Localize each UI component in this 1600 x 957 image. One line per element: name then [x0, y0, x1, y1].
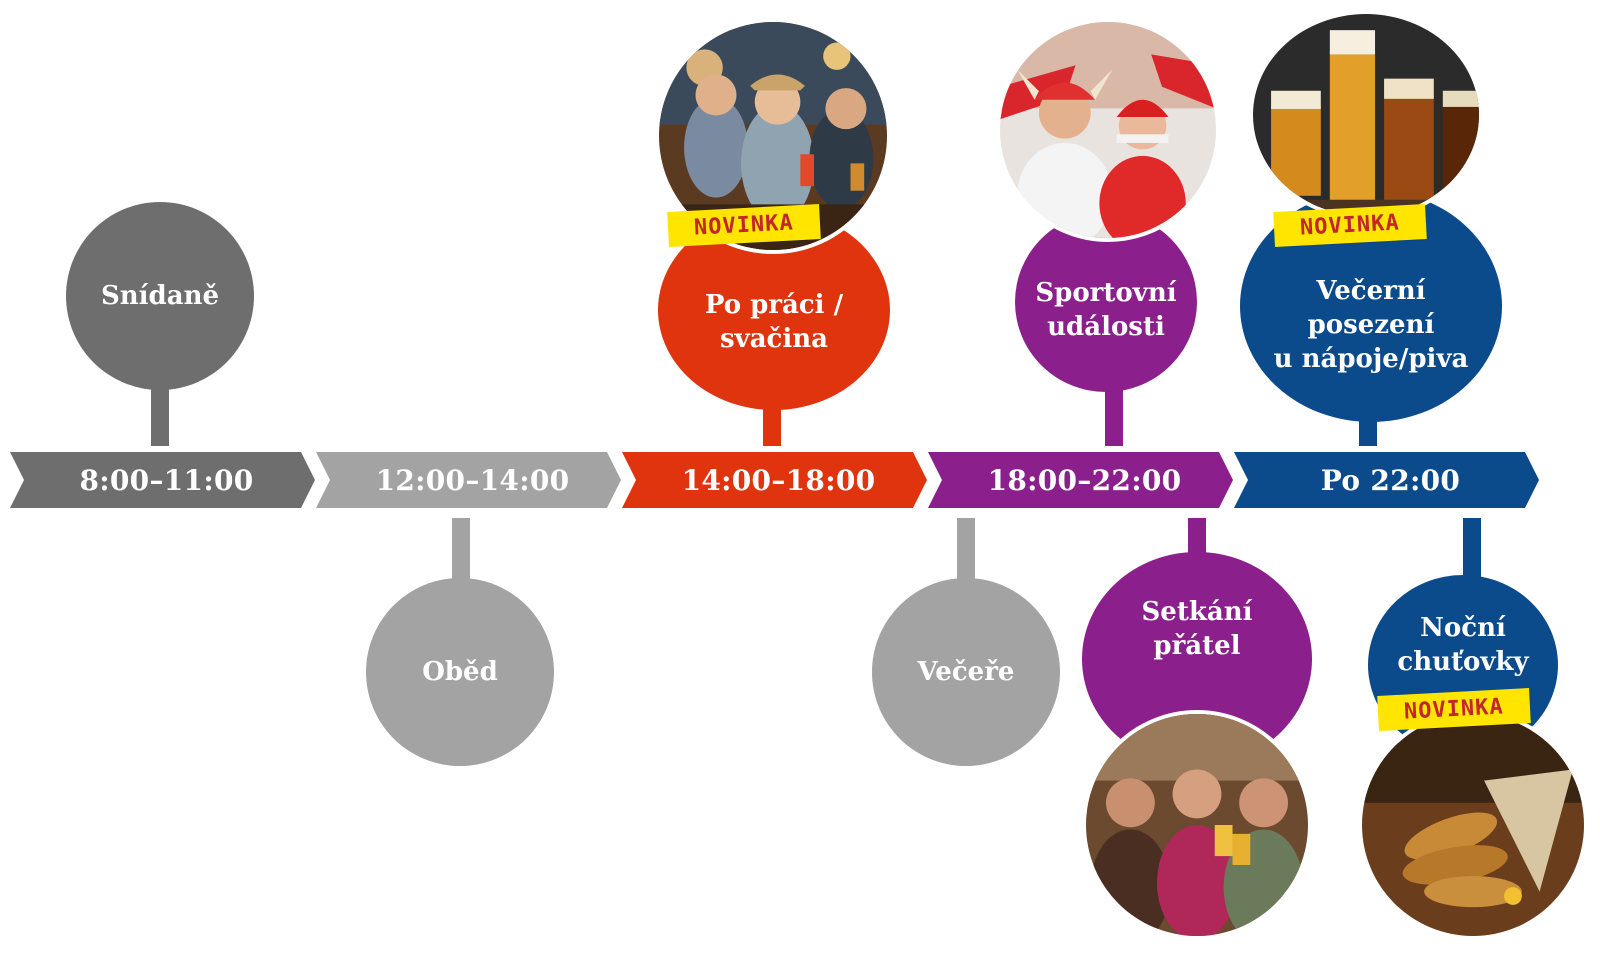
connector-night	[1463, 518, 1481, 580]
occasion-sports: Sportovní události	[1015, 212, 1197, 392]
occasion-label: Snídaně	[100, 281, 220, 311]
photo-night	[1358, 710, 1588, 940]
timeline-segment-3: 14:00–18:00	[622, 452, 927, 508]
connector-friends	[1188, 518, 1206, 558]
connector-sports	[1105, 388, 1123, 446]
occasion-lunch: Oběd	[366, 578, 554, 766]
occasion-label: Oběd	[422, 657, 498, 687]
occasion-label: Noční chuťovky	[1397, 613, 1529, 677]
occasion-label: Večeře	[917, 657, 1015, 687]
men-toasting-photo	[1086, 714, 1308, 936]
timeline-label: 14:00–18:00	[681, 463, 876, 497]
photo-sports	[996, 18, 1220, 242]
timeline-label: Po 22:00	[1320, 463, 1461, 497]
photo-evening	[1249, 10, 1483, 220]
occasion-label: Sportovní události	[1035, 278, 1177, 342]
sports-fans-photo	[1000, 22, 1216, 238]
occasion-breakfast: Snídaně	[66, 202, 254, 390]
timeline-segment-4: 18:00–22:00	[928, 452, 1233, 508]
beer-glasses-photo	[1253, 14, 1479, 216]
photo-friends	[1082, 710, 1312, 940]
connector-after-work	[763, 400, 781, 446]
timeline-segment-5: Po 22:00	[1234, 452, 1539, 508]
connector-lunch	[452, 518, 470, 580]
connector-dinner	[957, 518, 975, 580]
timeline-label: 12:00–14:00	[375, 463, 570, 497]
occasion-label: Večerní posezení u nápoje/piva	[1273, 276, 1469, 374]
timeline-label: 18:00–22:00	[987, 463, 1182, 497]
occasion-label: Po práci / svačina	[704, 290, 844, 354]
timeline-segment-2: 12:00–14:00	[316, 452, 621, 508]
timeline-label: 8:00–11:00	[79, 463, 254, 497]
fried-snacks-photo	[1362, 714, 1584, 936]
timeline-segment-1: 8:00–11:00	[10, 452, 315, 508]
occasion-dinner: Večeře	[872, 578, 1060, 766]
occasion-friends: Setkání přátel	[1082, 552, 1312, 766]
connector-breakfast	[151, 386, 169, 446]
occasion-label: Setkání přátel	[1141, 597, 1253, 661]
